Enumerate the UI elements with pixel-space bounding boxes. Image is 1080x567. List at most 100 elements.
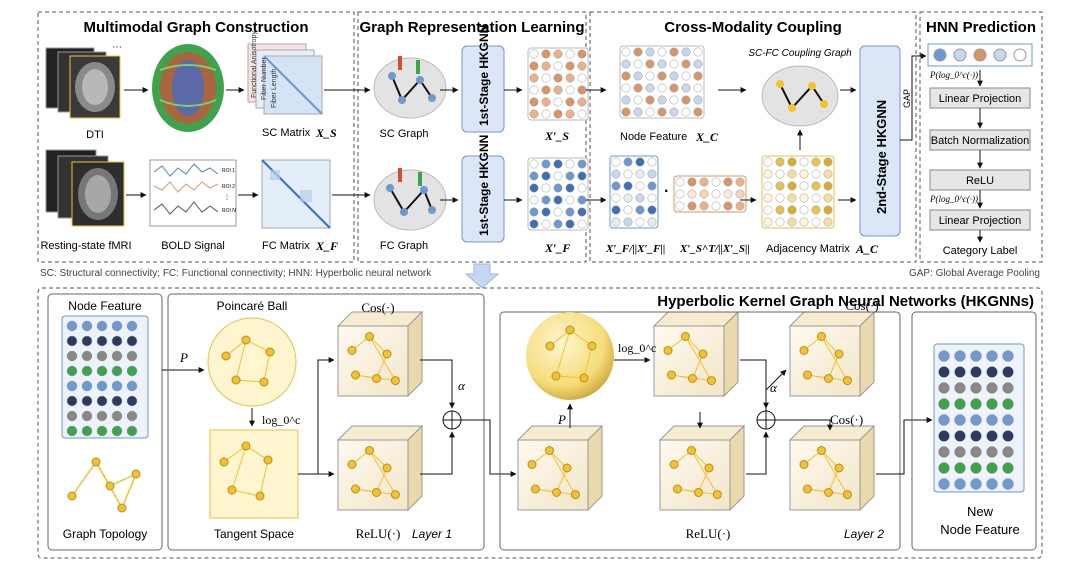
grid-dot xyxy=(938,382,950,394)
grid-dot xyxy=(970,366,982,378)
grid-dot xyxy=(711,189,721,199)
hk-tangent-graph xyxy=(219,441,273,501)
grid-dot xyxy=(66,380,78,392)
label-fc-graph: FC Graph xyxy=(380,240,428,252)
grid-dot xyxy=(96,320,108,332)
hk-log-label-1: log_0^c xyxy=(262,413,300,427)
grid-dot xyxy=(126,350,138,362)
grid-dot xyxy=(699,201,709,211)
grid-dot xyxy=(823,157,833,167)
grid-dot xyxy=(954,414,966,426)
hk-log-label-2: log_0^c xyxy=(618,341,656,355)
grid-dot xyxy=(635,205,645,215)
grid-dot xyxy=(529,49,539,59)
grid-dot xyxy=(529,219,539,229)
label-adjacency: Adjacency Matrix xyxy=(766,243,850,255)
hk-layer1-box xyxy=(167,293,485,551)
grid-dot xyxy=(775,181,785,191)
hk-cube-relu-1 xyxy=(336,424,424,512)
grid-dot xyxy=(787,181,797,191)
grid-dot xyxy=(954,478,966,490)
grid-dot xyxy=(775,157,785,167)
grid-dot xyxy=(787,169,797,179)
expand-arrow xyxy=(464,263,500,289)
grid-dot xyxy=(529,195,539,205)
grid-dot xyxy=(553,49,563,59)
grid-dot xyxy=(699,177,709,187)
grid-dot xyxy=(111,395,123,407)
bold-signal: ROI 1 ROI 2 ⋮ ROI N xyxy=(149,159,237,227)
grid-dot xyxy=(723,177,733,187)
pred-step-batchnorm-label: Batch Normalization xyxy=(931,135,1029,147)
grid-dot xyxy=(96,395,108,407)
grid-dot xyxy=(553,109,563,119)
grid-dot xyxy=(763,157,773,167)
hk-alpha-2: α xyxy=(770,380,778,395)
panel-representation xyxy=(357,11,587,263)
grid-dot xyxy=(565,61,575,71)
grid-dot xyxy=(66,365,78,377)
grid-dot xyxy=(986,350,998,362)
grid-dot xyxy=(669,107,679,117)
grid-dot xyxy=(787,157,797,167)
grid-dot xyxy=(693,107,703,117)
grid-dot xyxy=(938,478,950,490)
grid-dot xyxy=(811,205,821,215)
hk-arrow-tangent-cos xyxy=(298,357,335,475)
grid-dot xyxy=(553,85,563,95)
hk-cube-cos-2a xyxy=(788,310,876,398)
grid-dot xyxy=(811,217,821,227)
hk-cos-label-2: Cos(·) xyxy=(830,412,863,427)
grid-dot xyxy=(623,169,633,179)
roi-dots: ⋮ xyxy=(224,195,230,201)
grid-dot xyxy=(763,193,773,203)
stage1-label-sc: 1st-Stage HKGNN xyxy=(477,25,491,126)
matrix-node-feature xyxy=(619,45,705,119)
grid-dot xyxy=(657,59,667,69)
grid-dot xyxy=(541,195,551,205)
grid-dot xyxy=(799,157,809,167)
matrix-xf-prime xyxy=(527,157,589,231)
hk-p-label-1: P xyxy=(179,350,188,365)
grid-dot xyxy=(565,73,575,83)
grid-dot xyxy=(565,109,575,119)
grid-dot xyxy=(541,159,551,169)
title-prediction: HNN Prediction xyxy=(926,19,1036,36)
grid-dot xyxy=(970,478,982,490)
pred-step-linear-1-label: Linear Projection xyxy=(939,93,1022,105)
grid-dot xyxy=(541,49,551,59)
grid-dot xyxy=(66,425,78,437)
fc-graph-brain xyxy=(373,168,447,231)
grid-dot xyxy=(96,365,108,377)
stage2-label: 2nd-Stage HKGNN xyxy=(874,100,889,214)
symbol-xs: X_S xyxy=(315,126,337,140)
grid-dot xyxy=(577,85,587,95)
grid-dot xyxy=(81,380,93,392)
grid-dot xyxy=(938,446,950,458)
grid-dot xyxy=(669,59,679,69)
grid-dot xyxy=(553,159,563,169)
grid-dot xyxy=(623,157,633,167)
grid-dot xyxy=(657,71,667,81)
grid-dot xyxy=(529,61,539,71)
grid-dot xyxy=(693,95,703,105)
grid-dot xyxy=(1002,462,1014,474)
panel-hkgnn xyxy=(37,287,1043,559)
grid-dot xyxy=(970,350,982,362)
grid-dot xyxy=(954,350,966,362)
grid-dot xyxy=(577,195,587,205)
pooled-feature-dots xyxy=(933,48,1027,62)
grid-dot xyxy=(681,107,691,117)
grid-dot xyxy=(787,205,797,215)
grid-dot xyxy=(645,59,655,69)
hk-label-node-feature: Node Feature xyxy=(68,299,142,313)
grid-dot xyxy=(681,95,691,105)
pred-step-relu-label: ReLU xyxy=(966,175,994,187)
grid-dot xyxy=(970,430,982,442)
grid-dot xyxy=(986,478,998,490)
grid-dot xyxy=(565,183,575,193)
hk-label-poincare: Poincaré Ball xyxy=(217,299,288,313)
grid-dot xyxy=(621,107,631,117)
hk-relu-label-1: ReLU(·) xyxy=(356,526,401,541)
grid-dot xyxy=(645,83,655,93)
